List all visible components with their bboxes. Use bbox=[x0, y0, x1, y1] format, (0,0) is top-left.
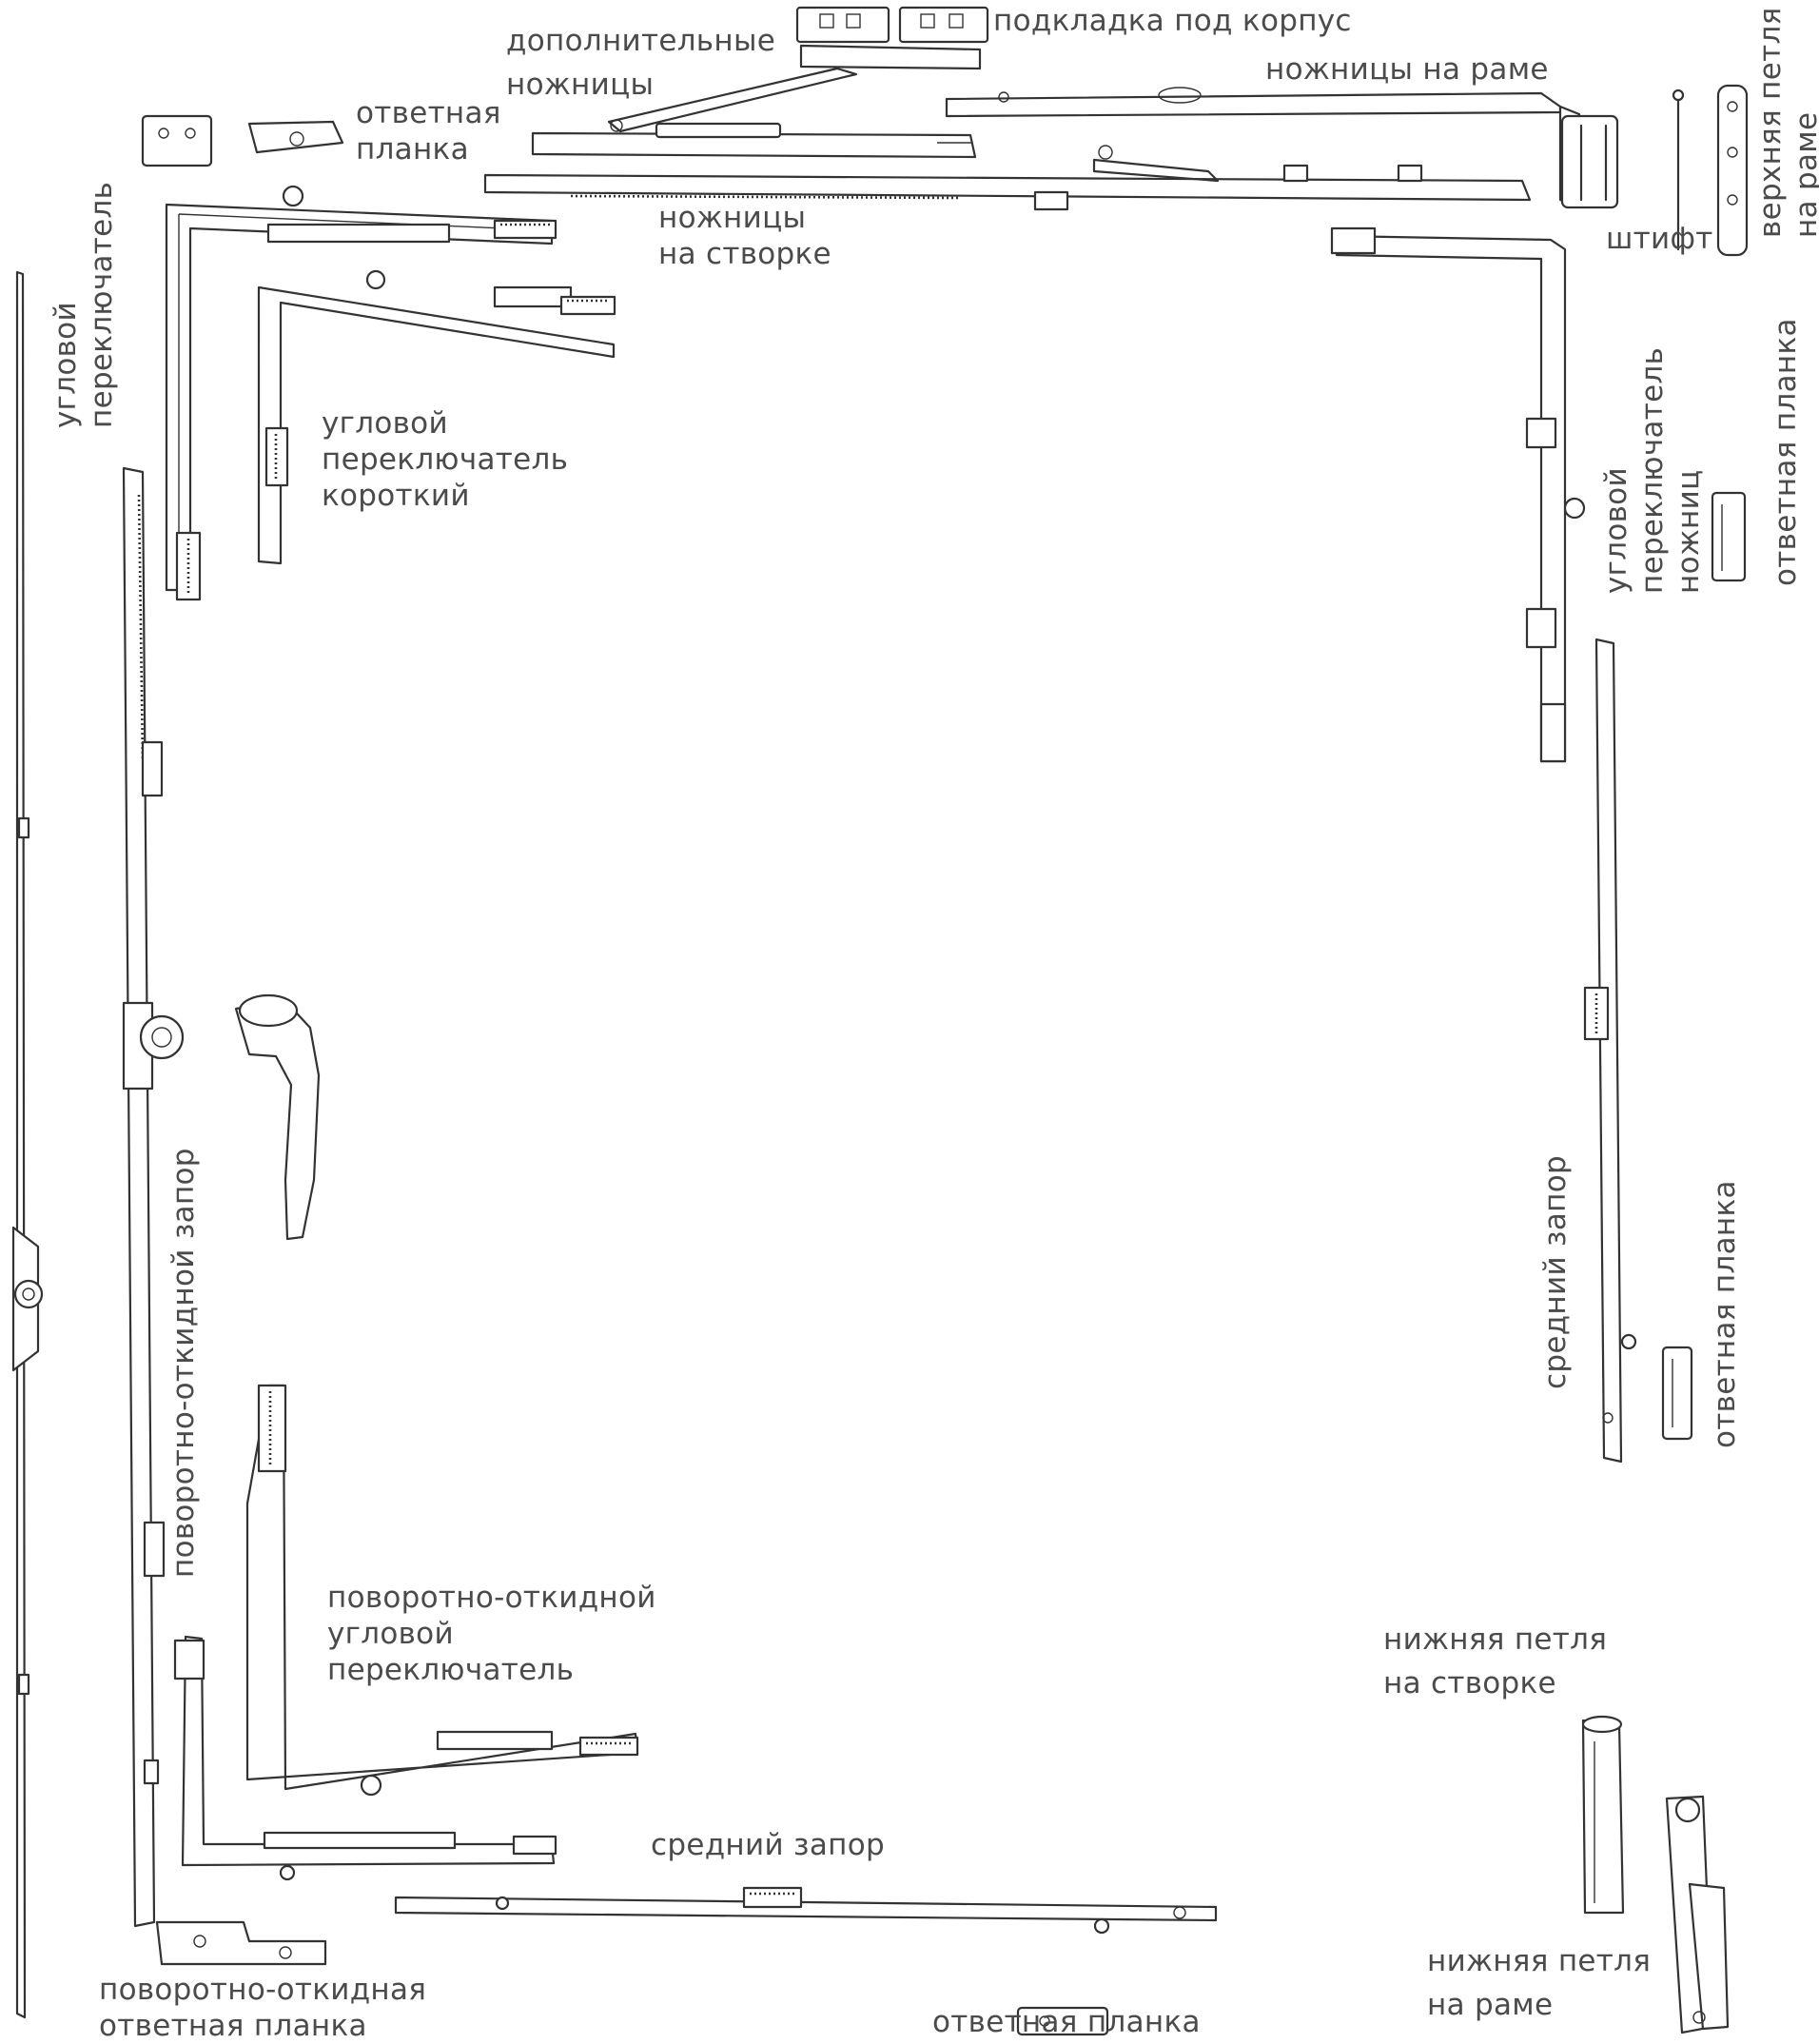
nizhnyaya-rama-part bbox=[1665, 1795, 1730, 2034]
povorotno-otvetnaya-part bbox=[155, 1920, 327, 1966]
label-nozhnicy-stvorka-line1: ножницы bbox=[658, 201, 807, 235]
label-sredniy-right: средний запор bbox=[1538, 1155, 1573, 1389]
dop-nozhnicy-part bbox=[607, 44, 982, 133]
label-verhnyaya-petlya: верхняя петля на раме bbox=[1752, 7, 1819, 238]
label-povorotno-uglovoy-line3: переключатель bbox=[327, 1653, 575, 1687]
label-dop-nozhnicy: дополнительные ножницы bbox=[506, 23, 775, 103]
verhnyaya-petlya-part bbox=[1560, 84, 1749, 257]
label-povorotno-otvetnaya-line1: поворотно-откидная bbox=[99, 1973, 427, 2007]
label-otvetnaya-top-line1: ответная bbox=[356, 96, 501, 130]
label-nizhnyaya-stvorka-line1: нижняя петля bbox=[1383, 1622, 1608, 1657]
uglovoy-nozhnic-part bbox=[1330, 226, 1586, 763]
sredniy-right-part bbox=[1583, 638, 1637, 1464]
otvetnaya-top-part bbox=[141, 114, 344, 167]
uglovoy-main-corner bbox=[165, 185, 557, 601]
otvetnaya-right-mid-part bbox=[1661, 1346, 1693, 1441]
nozhnicy-stvorka-part bbox=[483, 122, 1532, 211]
label-verhnyaya-petlya-line1: верхняя петля bbox=[1753, 7, 1788, 238]
povorotno-zapor-part bbox=[122, 466, 185, 1928]
label-shtift: штифт bbox=[1606, 222, 1713, 256]
label-povorotno-uglovoy: поворотно-откидной угловой переключатель bbox=[327, 1580, 656, 1688]
label-uglovoy-korotkiy: угловой переключатель короткий bbox=[322, 405, 568, 514]
label-nizhnyaya-stvorka-line2: на створке bbox=[1383, 1666, 1556, 1700]
label-nizhnyaya-rama-line1: нижняя петля bbox=[1427, 1944, 1652, 1978]
label-uglovoy-left-line1: угловой bbox=[49, 302, 83, 428]
label-povorotno-otvetnaya-line2: ответная планка bbox=[99, 2009, 367, 2043]
handle-part bbox=[234, 993, 321, 1241]
nizhnyaya-stvorka-part bbox=[1581, 1715, 1625, 1915]
sredniy-bottom-part bbox=[394, 1886, 1218, 1935]
label-nozhnicy-rama: ножницы на раме bbox=[1265, 52, 1549, 87]
bottom-left-corner-part bbox=[173, 1635, 557, 1881]
label-povorotno-uglovoy-line2: угловой bbox=[327, 1617, 454, 1651]
otvetnaya-bottom-part bbox=[1016, 2006, 1109, 2036]
label-otvetnaya-top: ответная планка bbox=[356, 95, 501, 167]
label-nozhnicy-stvorka: ножницы на створке bbox=[658, 200, 831, 272]
label-otvetnaya-right-top: ответная планка bbox=[1769, 318, 1803, 586]
label-nizhnyaya-rama: нижняя петля на раме bbox=[1427, 1943, 1651, 2023]
label-uglovoy-korotkiy-line3: короткий bbox=[322, 479, 470, 513]
label-uglovoy-korotkiy-line1: угловой bbox=[322, 406, 448, 441]
label-verhnyaya-petlya-line2: на раме bbox=[1790, 111, 1819, 238]
label-dop-nozhnicy-line1: дополнительные bbox=[506, 24, 776, 58]
label-povorotno-otvetnaya: поворотно-откидная ответная планка bbox=[99, 1972, 426, 2044]
label-povorotno-zapor: поворотно-откидной запор bbox=[166, 1148, 201, 1578]
label-nizhnyaya-stvorka: нижняя петля на створке bbox=[1383, 1621, 1607, 1701]
otvetnaya-right-top-part bbox=[1711, 491, 1747, 582]
label-otvetnaya-top-line2: планка bbox=[356, 132, 469, 167]
label-uglovoy-korotkiy-line2: переключатель bbox=[322, 442, 569, 477]
label-dop-nozhnicy-line2: ножницы bbox=[506, 68, 655, 102]
label-otvetnaya-right-mid: ответная планка bbox=[1708, 1180, 1742, 1448]
label-uglovoy-nozhnic-line3: ножниц bbox=[1672, 469, 1706, 594]
label-uglovoy-nozhnic-line1: угловой bbox=[1599, 467, 1633, 594]
podkladka-part bbox=[795, 6, 989, 44]
uglovoy-left-part bbox=[11, 270, 44, 2019]
label-uglovoy-nozhnic: угловой переключатель ножниц bbox=[1598, 347, 1707, 594]
label-povorotno-uglovoy-line1: поворотно-откидной bbox=[327, 1581, 656, 1615]
povorotno-uglovoy-part bbox=[245, 1384, 639, 1797]
uglovoy-korotkiy-part bbox=[257, 269, 616, 565]
label-uglovoy-nozhnic-line2: переключатель bbox=[1635, 346, 1670, 594]
label-nozhnicy-stvorka-line2: на створке bbox=[658, 237, 831, 271]
label-nizhnyaya-rama-line2: на раме bbox=[1427, 1988, 1554, 2022]
label-sredniy-bottom: средний запор bbox=[651, 1828, 885, 1862]
label-uglovoy-left: угловой переключатель bbox=[48, 182, 120, 428]
label-otvetnaya-bottom: ответная планка bbox=[932, 2005, 1201, 2039]
label-uglovoy-left-line2: переключатель bbox=[85, 181, 119, 428]
label-podkladka: подкладка под корпус bbox=[993, 4, 1352, 38]
